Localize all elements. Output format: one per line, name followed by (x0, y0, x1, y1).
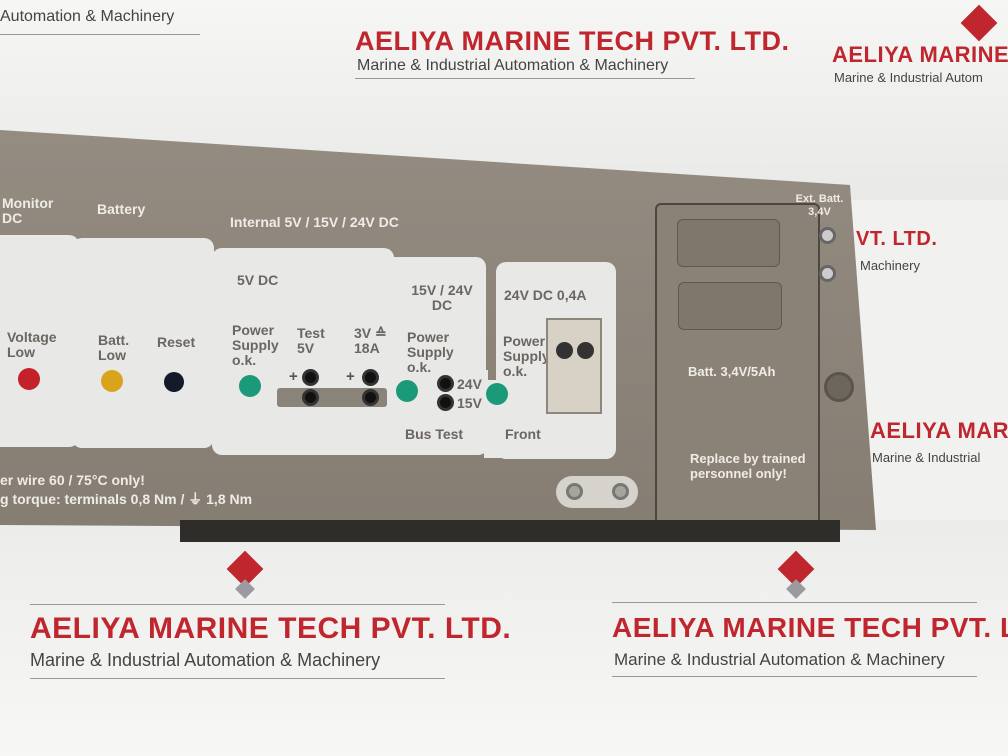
watermark-title: AELIYA MARIN (870, 418, 1008, 443)
ext-batt-minus-jack[interactable] (819, 265, 836, 282)
ext-batt-label: Ext. Batt. 3,4V (795, 193, 844, 218)
section-battery: Battery (97, 201, 146, 217)
v15-label: 15V (457, 395, 482, 411)
watermark-line (0, 34, 200, 35)
power-ok-led (239, 375, 261, 397)
watermark-line (612, 602, 977, 603)
watermark-line (355, 78, 695, 79)
monitor-card (0, 235, 79, 447)
three-v-label: 3V ≙ 18A (354, 325, 387, 356)
test-5v-label: Test 5V (297, 325, 325, 356)
torque-note: g torque: terminals 0,8 Nm / ⏚ 1,8 Nm (0, 491, 253, 507)
watermark-line (30, 678, 445, 679)
test-5v-plus-jack[interactable] (302, 369, 319, 386)
power-ok-label: Power Supply o.k. (503, 333, 550, 379)
screw-icon (612, 483, 629, 500)
watermark-tagline: Marine & Industrial Autom (834, 70, 983, 85)
fifteen-24-label: 15V / 24V DC (411, 282, 473, 313)
twentyfour-dc-label: 24V DC 0,4A (504, 287, 587, 303)
terminal-screw (556, 342, 573, 359)
watermark-tagline: Marine & Industrial Automation & Machine… (357, 57, 669, 74)
power-ok-label: Power Supply o.k. (407, 329, 454, 375)
batt-rating: Batt. 3,4V/5Ah (688, 364, 776, 379)
bus-15v-jack[interactable] (437, 394, 454, 411)
plus-sign: + (346, 368, 355, 385)
watermark-title: AELIYA MARINE TECH PVT. LTD. (355, 26, 790, 56)
battery-window (678, 282, 782, 330)
ext-batt-plus-jack[interactable] (819, 227, 836, 244)
battery-card (72, 238, 214, 448)
five-v-dc-label: 5V DC (237, 272, 279, 288)
watermark-title: AELIYA MARINE TECH PVT. LTD. (30, 612, 512, 645)
watermark-tagline: Marine & Industrial (872, 450, 981, 465)
front-label: Front (505, 426, 541, 442)
batt-low-label: Batt. Low (98, 332, 130, 363)
section-monitor: Monitor (2, 195, 54, 211)
battery-window (677, 219, 780, 267)
power-ok-led (396, 380, 418, 402)
test-5v-minus-jack[interactable] (302, 389, 319, 406)
bus-test-label: Bus Test (405, 426, 464, 442)
v24-label: 24V (457, 376, 482, 392)
terminal-screw (577, 342, 594, 359)
watermark-tagline: Machinery (860, 258, 920, 273)
wire-note: er wire 60 / 75°C only! (0, 472, 145, 488)
reset-label: Reset (157, 334, 196, 350)
replace-note: Replace by trained personnel only! (690, 451, 806, 481)
watermark-tagline: Marine & Industrial Automation & Machine… (614, 650, 945, 669)
power-ok-led (486, 383, 508, 405)
bus-24v-jack[interactable] (437, 375, 454, 392)
terminal-connector[interactable] (546, 318, 602, 414)
watermark-partial: Automation & Machinery (0, 8, 175, 25)
voltage-low-led (18, 368, 40, 390)
test-3v-minus-jack[interactable] (362, 389, 379, 406)
watermark-title: VT. LTD. (856, 228, 938, 250)
test-3v-plus-jack[interactable] (362, 369, 379, 386)
power-ok-label: Power Supply o.k. (232, 322, 279, 368)
device-bottom-shadow (180, 520, 840, 542)
screw-icon (566, 483, 583, 500)
watermark-title: AELIYA MARINE (832, 42, 1008, 67)
voltage-low-label: Voltage Low (7, 329, 57, 360)
background-bottom (0, 520, 1008, 756)
watermark-tagline: Marine & Industrial Automation & Machine… (30, 650, 381, 670)
batt-low-led (101, 370, 123, 392)
watermark-title: AELIYA MARINE TECH PVT. LTD. (612, 612, 1008, 643)
section-internal: Internal 5V / 15V / 24V DC (230, 214, 399, 230)
plus-sign: + (289, 368, 298, 385)
ground-screw-icon (824, 372, 854, 402)
watermark-line (30, 604, 445, 605)
watermark-line (612, 676, 977, 677)
section-monitor-sub: DC (2, 210, 23, 226)
reset-button[interactable] (164, 372, 184, 392)
